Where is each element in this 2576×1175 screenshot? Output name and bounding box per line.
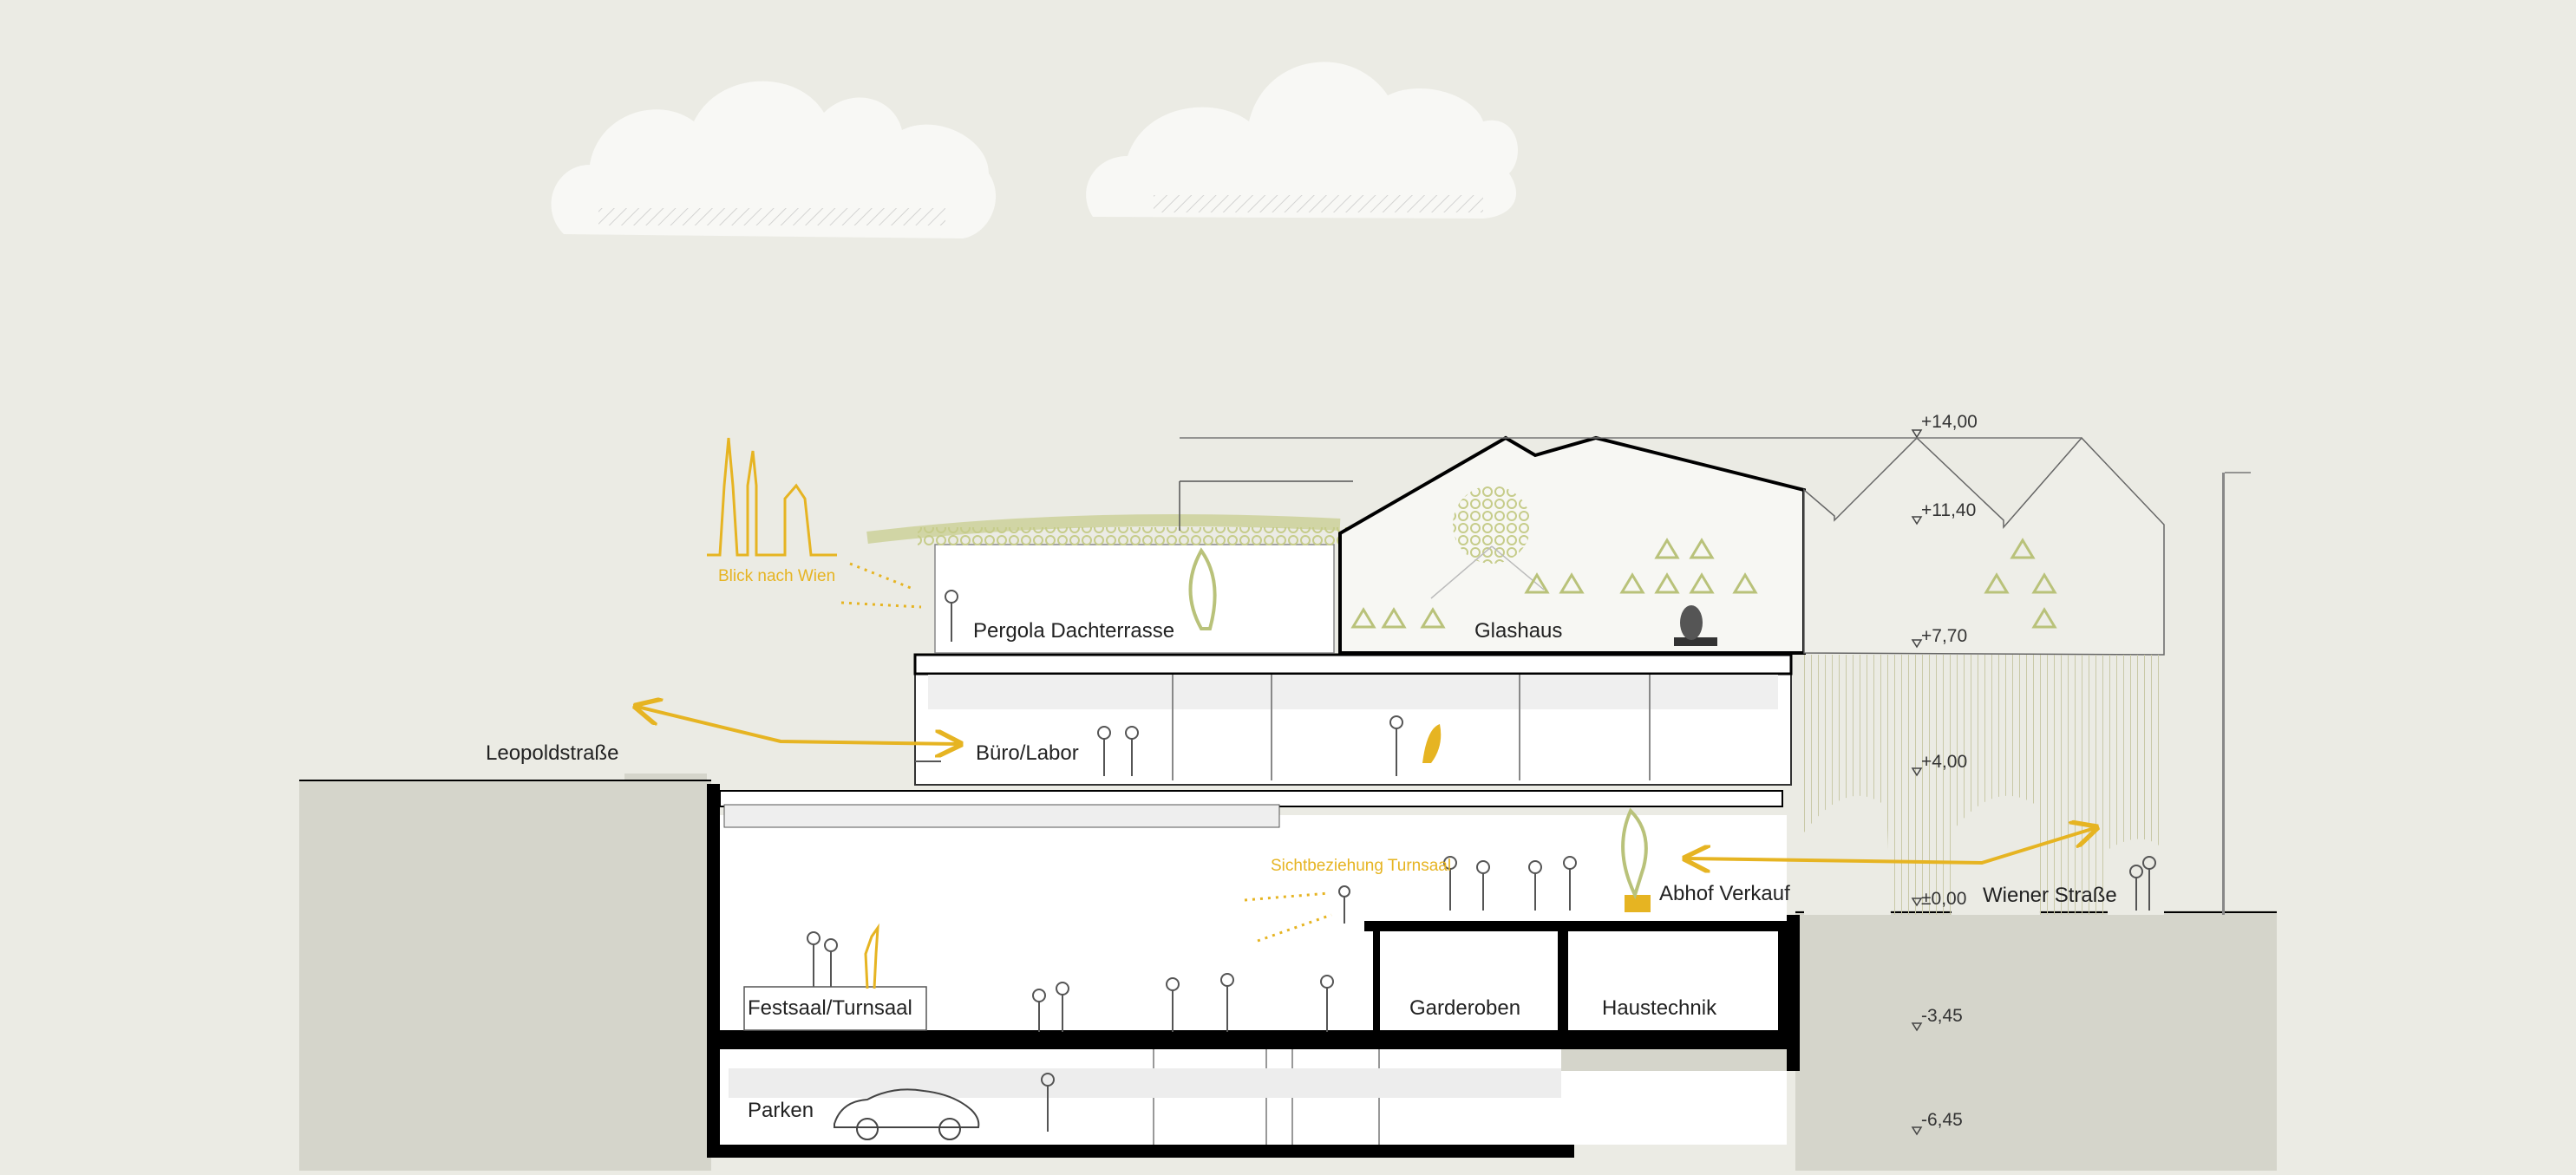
label-haustechnik: Haustechnik bbox=[1602, 996, 1717, 1020]
greenhouse bbox=[1338, 435, 1806, 655]
label-buero-labor: Büro/Labor bbox=[976, 741, 1079, 765]
label-abhof-verkauf: Abhof Verkauf bbox=[1659, 882, 1790, 905]
level-label: ±0,00 bbox=[1921, 889, 1966, 909]
level-label: -3,45 bbox=[1921, 1006, 1963, 1026]
accent-figures-icon bbox=[864, 547, 1651, 989]
level-label: +11,40 bbox=[1921, 500, 1976, 520]
cloud-left bbox=[551, 81, 997, 238]
pergola-roof-terrace bbox=[866, 480, 1353, 654]
label-garderoben: Garderoben bbox=[1409, 996, 1520, 1020]
level-label: +4,00 bbox=[1921, 752, 1967, 772]
ground bbox=[299, 774, 2277, 1171]
greenhouse-plants-icon bbox=[1350, 538, 2057, 629]
label-festsaal-turnsaal: Festsaal/Turnsaal bbox=[748, 996, 912, 1020]
label-pergola-dachterrasse: Pergola Dachterrasse bbox=[973, 619, 1174, 643]
basement-structure bbox=[707, 784, 1800, 1158]
label-leopoldstrasse: Leopoldstraße bbox=[486, 741, 618, 765]
label-glashaus: Glashaus bbox=[1474, 619, 1562, 643]
car-icon bbox=[834, 1088, 980, 1140]
vienna-skyline-icon bbox=[707, 437, 837, 557]
level-label: +7,70 bbox=[1921, 626, 1967, 646]
level-marks bbox=[1911, 429, 1923, 1136]
level-label: -6,45 bbox=[1921, 1110, 1963, 1130]
yellow-arrow-wiener bbox=[1687, 828, 2095, 863]
yellow-arrow-leopold bbox=[637, 707, 958, 744]
label-blick-nach-wien: Blick nach Wien bbox=[718, 567, 835, 585]
office-floor bbox=[913, 653, 1793, 786]
label-parken: Parken bbox=[748, 1099, 814, 1122]
label-sichtbeziehung-turnsaal: Sichtbeziehung Turnsaal bbox=[1271, 857, 1451, 875]
level-label: +14,00 bbox=[1921, 412, 1978, 432]
people-icons bbox=[807, 590, 2156, 1132]
label-wiener-strasse: Wiener Straße bbox=[1983, 884, 2117, 907]
cloud-right bbox=[1086, 62, 1518, 219]
sightlines bbox=[840, 562, 1332, 943]
